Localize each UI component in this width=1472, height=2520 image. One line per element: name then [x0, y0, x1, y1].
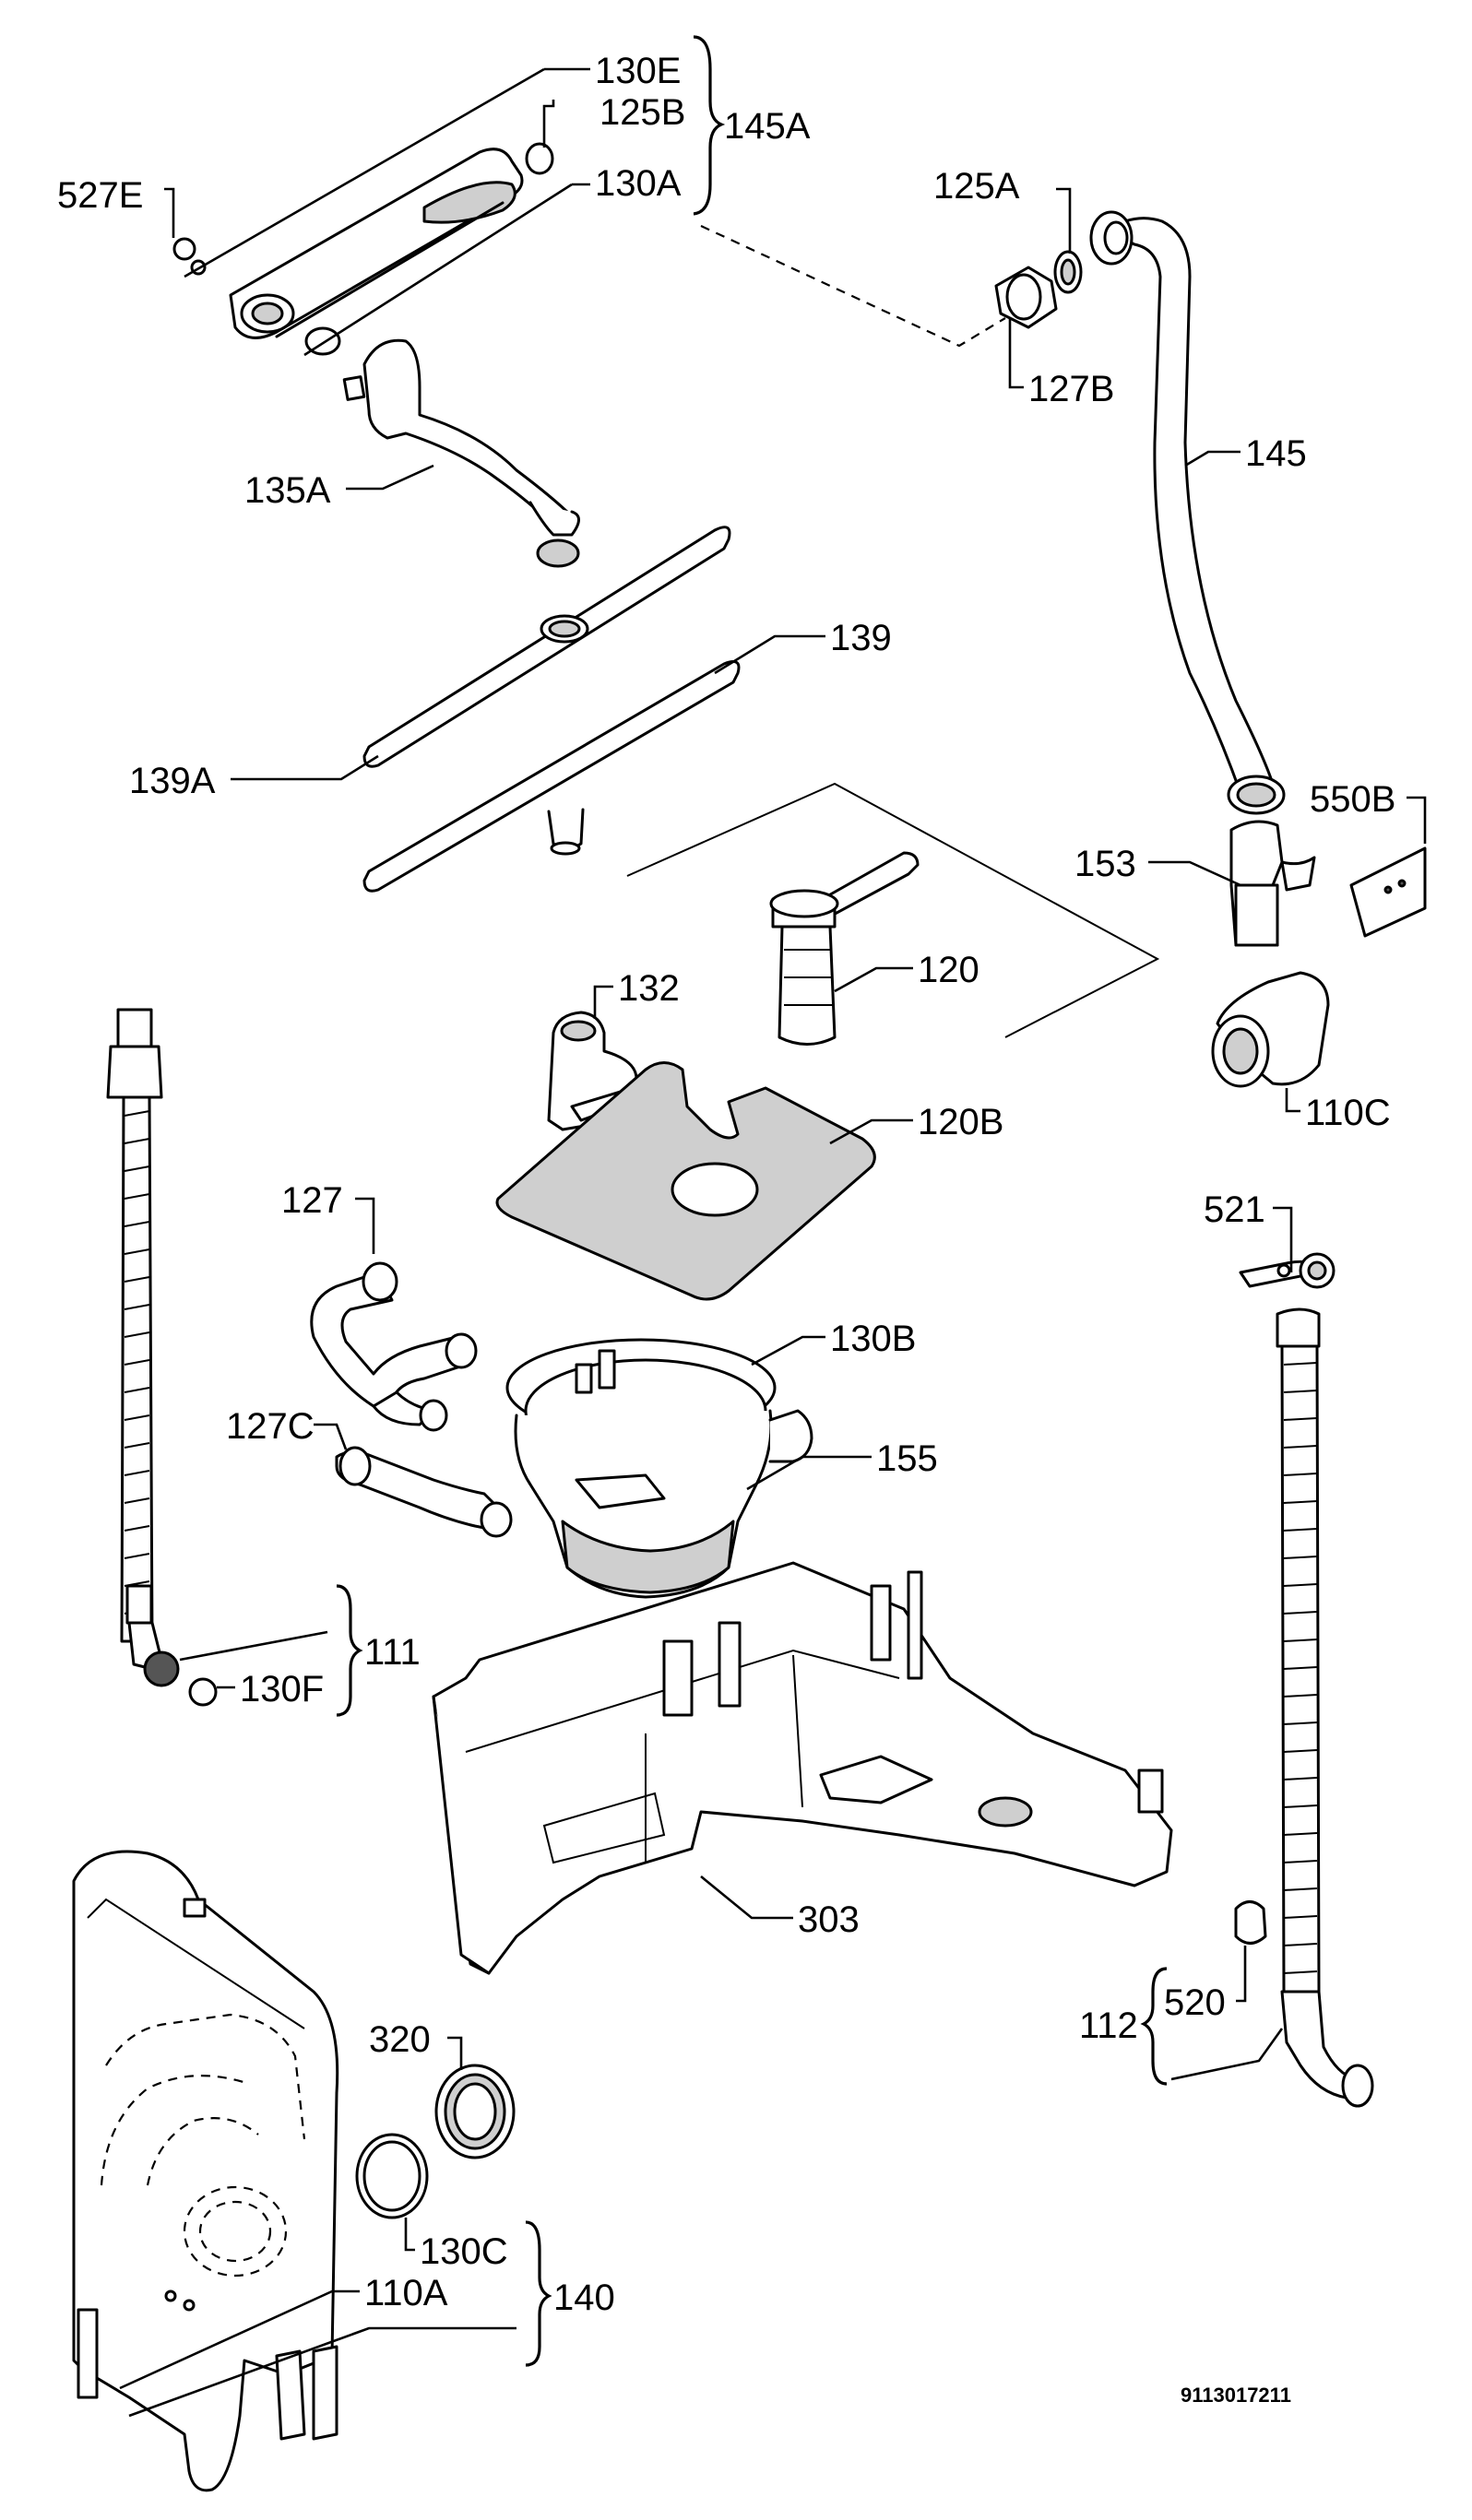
label-130C: 130C	[420, 2231, 508, 2272]
label-550B: 550B	[1310, 779, 1395, 820]
label-130F: 130F	[240, 1669, 324, 1710]
drawing-number: 9113017211	[1181, 2384, 1291, 2407]
label-139A: 139A	[129, 761, 216, 801]
inlet-hose-part	[106, 1008, 218, 1707]
label-130E: 130E	[595, 51, 681, 91]
label-320: 320	[369, 2019, 431, 2060]
label-520: 520	[1164, 1982, 1226, 2023]
label-132: 132	[618, 968, 680, 1009]
label-145A: 145A	[724, 106, 811, 147]
side-panel-part	[72, 1850, 339, 2492]
label-127B: 127B	[1028, 369, 1114, 409]
bend-110C-part	[1211, 971, 1330, 1088]
flat-filter-part	[495, 1061, 876, 1301]
label-153: 153	[1074, 844, 1136, 884]
callout-labels: 130E 125B 145A 130A 527E 125A 127B 145 1…	[57, 51, 1395, 2407]
label-110A: 110A	[364, 2273, 448, 2313]
seal-320-part	[434, 2064, 516, 2159]
base-part	[432, 1561, 1173, 1975]
leader-130A	[303, 183, 573, 357]
label-145: 145	[1245, 433, 1307, 474]
filter-part	[769, 851, 920, 1046]
label-111: 111	[364, 1632, 421, 1673]
label-120: 120	[918, 950, 979, 990]
label-521: 521	[1204, 1189, 1265, 1230]
label-139: 139	[830, 618, 892, 658]
label-135A: 135A	[244, 470, 331, 511]
label-110C: 110C	[1305, 1093, 1391, 1133]
drain-hose-part	[1234, 1252, 1374, 2108]
label-527E: 527E	[57, 175, 143, 216]
hose-127-part	[310, 1261, 478, 1432]
label-125B: 125B	[599, 92, 685, 133]
label-127: 127	[281, 1180, 343, 1221]
label-155: 155	[876, 1438, 938, 1479]
label-127C: 127C	[226, 1406, 315, 1447]
label-125A: 125A	[933, 166, 1020, 207]
ring-130C-part	[355, 2133, 429, 2219]
label-120B: 120B	[918, 1102, 1003, 1142]
label-130B: 130B	[830, 1319, 916, 1359]
spray-arm-upper-part	[362, 526, 731, 768]
bracket-550B-part	[1349, 846, 1427, 938]
sump-part	[505, 1338, 813, 1599]
label-130A: 130A	[595, 163, 682, 204]
drain-fitting-part	[1229, 820, 1316, 947]
leader-130E	[184, 67, 545, 278]
riser-hose-part	[994, 210, 1286, 815]
label-303: 303	[798, 1899, 860, 1940]
hose-127C-part	[335, 1446, 513, 1538]
spray-arm-lower-part	[362, 660, 741, 893]
label-112: 112	[1079, 2005, 1138, 2046]
filter-outline-box	[626, 782, 1160, 1038]
label-140: 140	[553, 2277, 615, 2318]
spray-arm-support-part	[342, 338, 580, 568]
